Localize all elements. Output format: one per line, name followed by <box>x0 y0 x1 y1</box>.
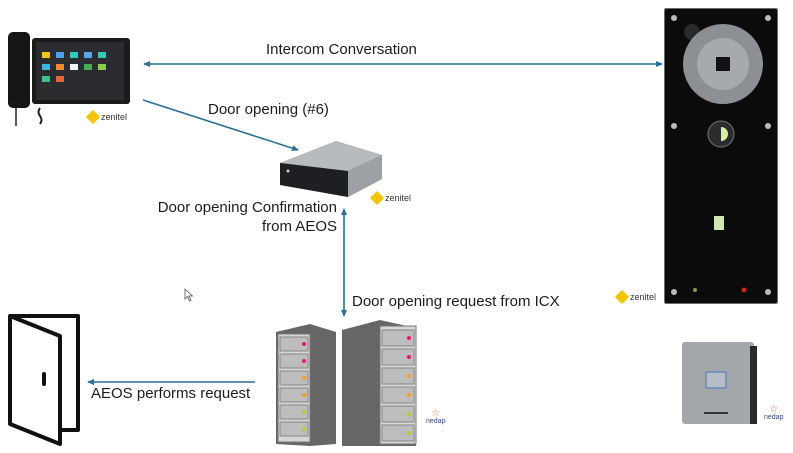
intercom-station <box>663 7 779 305</box>
zenitel-logo-icon <box>369 190 385 206</box>
zenitel-logo-icon <box>85 109 101 125</box>
intercom-conversation-label: Intercom Conversation <box>266 41 417 58</box>
confirmation-label-line1: Door opening Confirmation <box>157 199 337 216</box>
card-reader: ☆ nedap <box>680 340 793 445</box>
mouse-cursor-icon <box>184 288 194 302</box>
zenitel-logo-icon <box>614 289 630 305</box>
door-icon <box>8 314 80 446</box>
icx-server: zenitel <box>276 137 421 209</box>
card-reader-icon <box>682 342 757 424</box>
desk-phone: zenitel <box>6 28 132 126</box>
server-rack-icon <box>276 320 417 446</box>
nedap-logo: ☆ nedap <box>764 404 784 422</box>
intercom-station-icon <box>663 7 779 305</box>
request-from-icx-label: Door opening request from ICX <box>352 293 560 310</box>
nedap-logo: ☆ nedap <box>426 408 446 426</box>
confirmation-label-line2: from AEOS <box>261 218 337 235</box>
aeos-servers: ☆ nedap <box>276 318 456 448</box>
zenitel-logo: zenitel <box>369 190 411 206</box>
zenitel-logo: zenitel <box>614 289 656 305</box>
zenitel-logo: zenitel <box>85 109 127 125</box>
door <box>4 312 82 448</box>
desk-phone-icon <box>8 32 130 126</box>
nedap-star-icon: ☆ <box>431 408 441 419</box>
door-opening-arrow <box>142 99 299 152</box>
server-box-icon <box>280 141 382 197</box>
nedap-star-icon: ☆ <box>769 404 779 415</box>
aeos-performs-label: AEOS performs request <box>91 385 251 402</box>
door-opening-label: Door opening (#6) <box>208 101 329 118</box>
